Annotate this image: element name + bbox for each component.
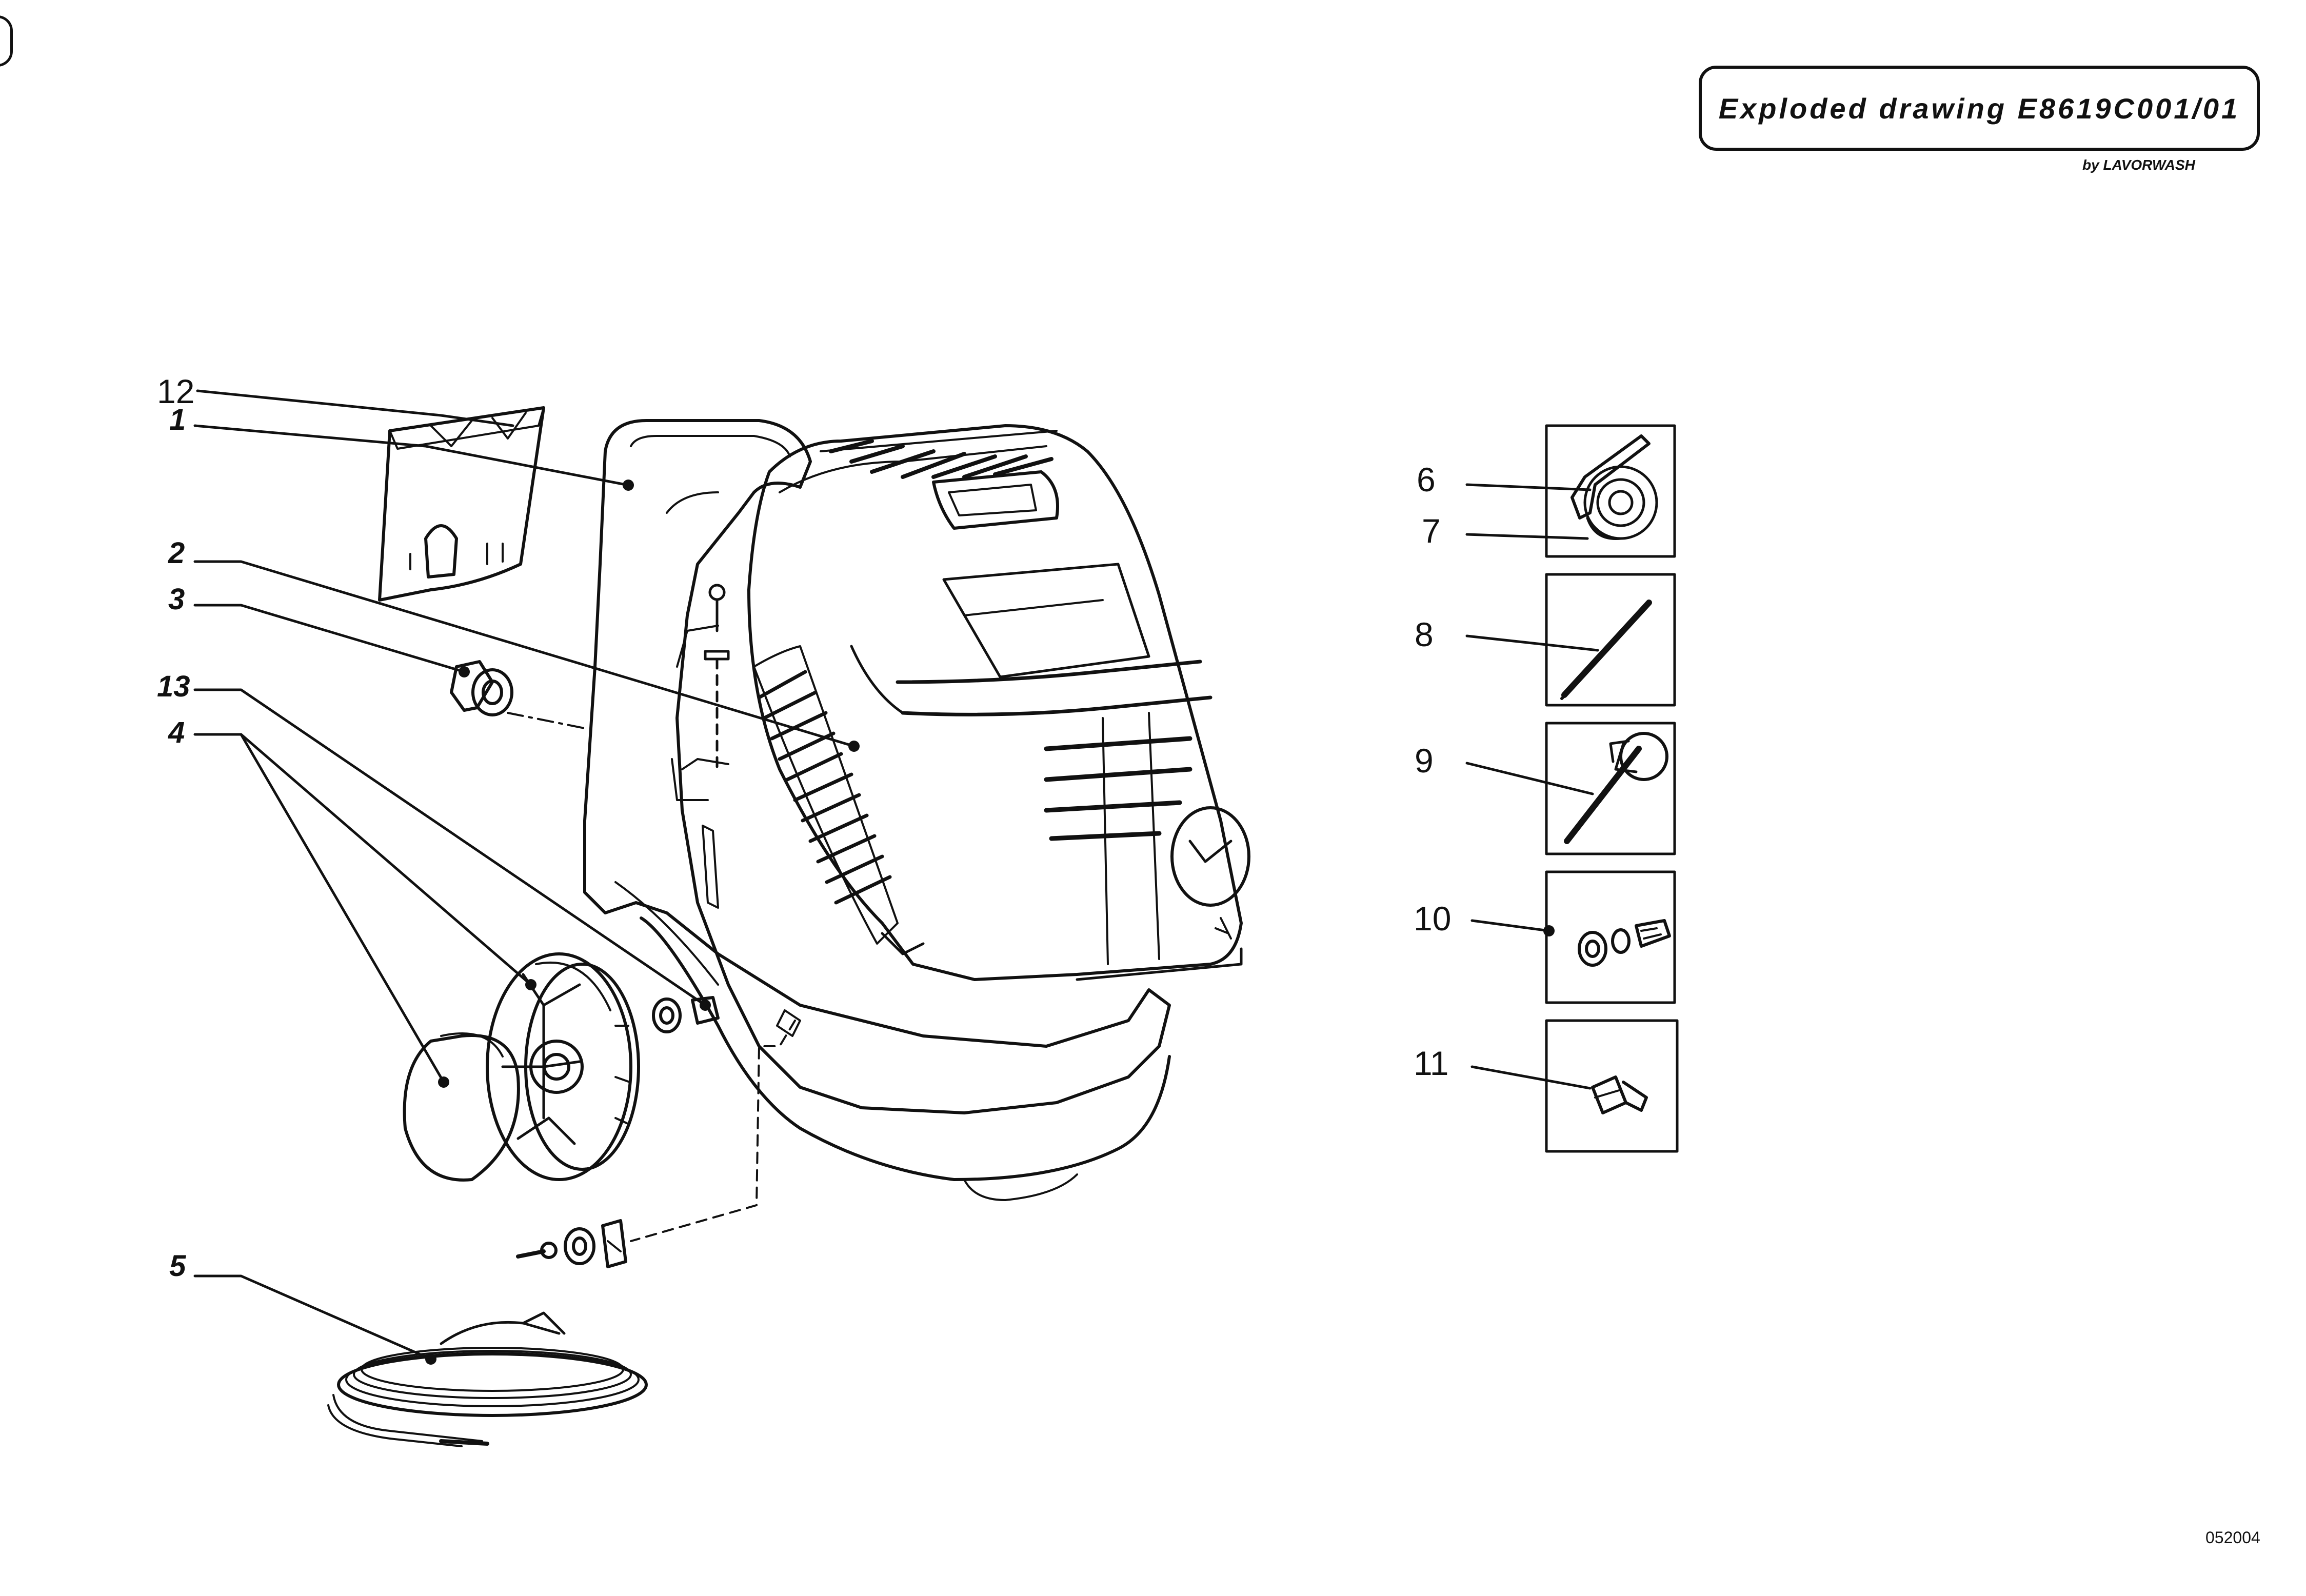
part-7-hose-coil — [1583, 465, 1658, 540]
leader-12 — [196, 389, 514, 427]
callout-6: 6 — [1417, 461, 1436, 498]
callout-1: 1 — [169, 403, 186, 436]
leader-7 — [1465, 533, 1589, 540]
callout-10: 10 — [1414, 900, 1452, 937]
title-box: Exploded drawing E8619C001/01 — [1699, 66, 2260, 151]
leader-8 — [1465, 634, 1599, 652]
part-11-nozzle — [1591, 1075, 1648, 1114]
part-13-bushing — [652, 996, 720, 1033]
leader-4b — [240, 733, 445, 1084]
part-3-plug — [450, 660, 586, 729]
part-10-coupling — [1578, 919, 1671, 967]
part-6-spray-gun — [1571, 434, 1651, 520]
callout-8: 8 — [1415, 615, 1434, 653]
part-1-chassis — [583, 419, 1171, 1201]
callout-11: 11 — [1414, 1044, 1449, 1082]
motor-hood — [747, 424, 1250, 981]
callout-13: 13 — [157, 670, 190, 703]
part-4-hubcap — [403, 1032, 520, 1182]
leader-lines — [193, 389, 1599, 1361]
leader-10 — [1470, 919, 1550, 932]
part-12-front-panel — [378, 406, 545, 602]
frame-screws — [704, 584, 730, 771]
foot-fastener — [516, 1009, 801, 1268]
leader-13 — [193, 688, 707, 1007]
callout-12: 12 — [157, 372, 195, 410]
callout-4: 4 — [168, 716, 185, 749]
callout-7: 7 — [1422, 512, 1441, 550]
callout-9: 9 — [1415, 742, 1434, 780]
part-8-lance — [1560, 600, 1652, 700]
leader-9 — [1465, 762, 1594, 795]
part-9-rotary-lance — [1564, 732, 1668, 844]
accessory-boxes — [1545, 424, 1679, 1153]
leader-5 — [193, 1274, 432, 1361]
callout-5: 5 — [169, 1249, 186, 1283]
leader-1 — [193, 424, 630, 487]
drawing-title: Exploded drawing E8619C001/01 — [1718, 92, 2240, 125]
part-4-wheel — [486, 952, 640, 1181]
leader-2 — [193, 560, 856, 748]
document-number: 052004 — [2205, 1528, 2260, 1547]
leader-11 — [1470, 1065, 1592, 1090]
callout-2: 2 — [168, 536, 185, 570]
leader-6 — [1465, 483, 1592, 491]
callout-3: 3 — [168, 583, 185, 616]
part-5-cord — [327, 1311, 648, 1447]
credit-line: by LAVORWASH — [2082, 157, 2195, 173]
leader-3 — [193, 604, 466, 673]
